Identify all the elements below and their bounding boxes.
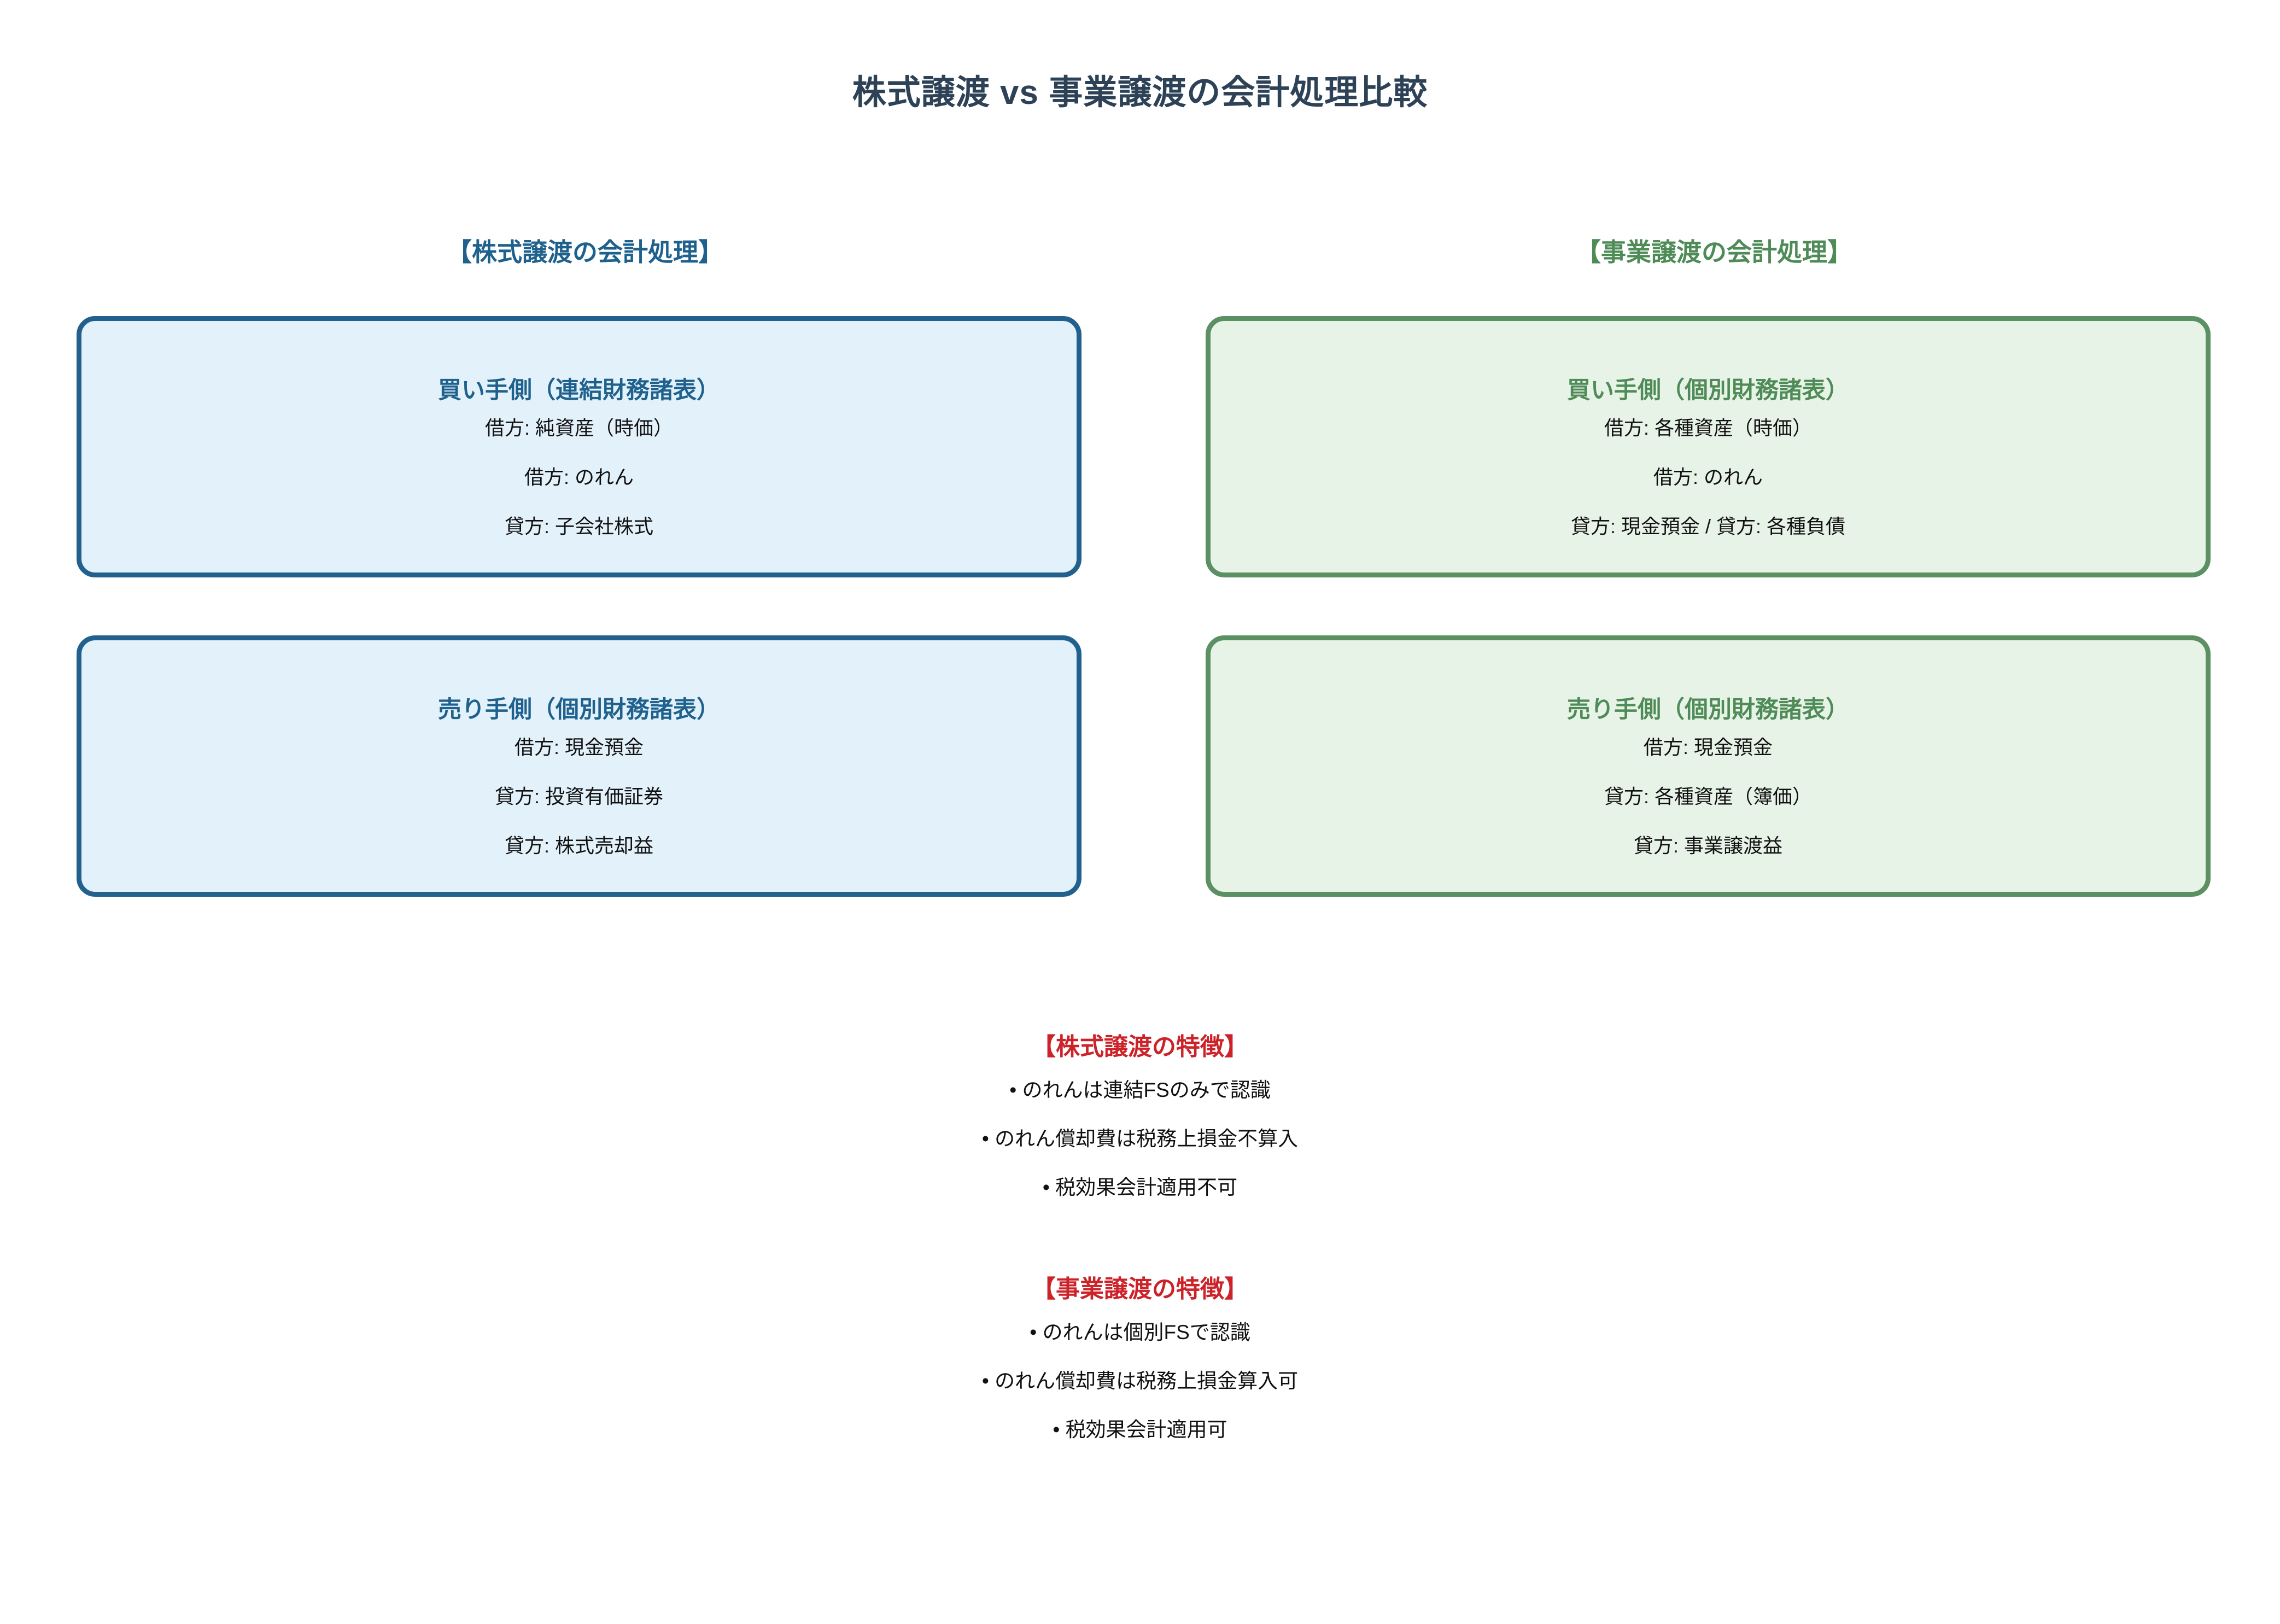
entry-line: 借方: 現金預金 (514, 736, 644, 758)
entry-box-lines: 借方: 各種資産（時価） 借方: のれん 貸方: 現金預金 / 貸方: 各種負債 (1571, 418, 1845, 536)
feature-header: 【株式譲渡の特徴】 (1032, 1033, 1248, 1060)
feature-item: • 税効果会計適用可 (1053, 1418, 1227, 1441)
entry-box-title: 売り手側（個別財務諸表） (438, 697, 720, 723)
entry-box-lines: 借方: 現金預金 貸方: 各種資産（簿価） 貸方: 事業譲渡益 (1604, 738, 1812, 856)
feature-block-share-transfer: 【株式譲渡の特徴】 • のれんは連結FSのみで認識 • のれん償却費は税務上損金… (0, 1033, 2280, 1198)
feature-item: • のれん償却費は税務上損金不算入 (981, 1128, 1299, 1150)
entry-box-business-seller: 売り手側（個別財務諸表） 借方: 現金預金 貸方: 各種資産（簿価） 貸方: 事… (1206, 635, 2211, 897)
entry-box-lines: 借方: 純資産（時価） 借方: のれん 貸方: 子会社株式 (485, 418, 673, 536)
entry-line: 借方: 純資産（時価） (484, 417, 673, 439)
entry-box-business-buyer: 買い手側（個別財務諸表） 借方: 各種資産（時価） 借方: のれん 貸方: 現金… (1206, 316, 2211, 577)
entry-box-title: 買い手側（連結財務諸表） (438, 377, 720, 404)
entry-line: 貸方: 各種資産（簿価） (1604, 785, 1812, 808)
feature-item: • のれん償却費は税務上損金算入可 (981, 1370, 1299, 1392)
entry-box-title: 買い手側（個別財務諸表） (1567, 377, 1849, 404)
entry-box-share-buyer: 買い手側（連結財務諸表） 借方: 純資産（時価） 借方: のれん 貸方: 子会社… (77, 316, 1081, 577)
entry-line: 借方: 各種資産（時価） (1604, 417, 1812, 439)
entry-line: 貸方: 現金預金 / 貸方: 各種負債 (1570, 515, 1845, 538)
entry-box-share-seller: 売り手側（個別財務諸表） 借方: 現金預金 貸方: 投資有価証券 貸方: 株式売… (77, 635, 1081, 897)
entry-line: 借方: のれん (524, 466, 634, 488)
feature-item-list: • のれんは個別FSで認識 • のれん償却費は税務上損金算入可 • 税効果会計適… (0, 1322, 2280, 1440)
entry-box-title: 売り手側（個別財務諸表） (1567, 697, 1849, 723)
feature-item: • のれんは個別FSで認識 (1030, 1321, 1250, 1343)
feature-header: 【事業譲渡の特徴】 (1032, 1276, 1248, 1302)
feature-item: • 税効果会計適用不可 (1042, 1176, 1238, 1199)
column-header-share-transfer: 【株式譲渡の会計処理】 (447, 238, 723, 266)
entry-box-lines: 借方: 現金預金 貸方: 投資有価証券 貸方: 株式売却益 (495, 738, 663, 856)
page-title: 株式譲渡 vs 事業譲渡の会計処理比較 (852, 74, 1428, 112)
feature-item: • のれんは連結FSのみで認識 (1009, 1079, 1271, 1101)
entry-line: 貸方: 事業譲渡益 (1633, 834, 1782, 857)
entry-line: 借方: 現金預金 (1643, 736, 1773, 758)
entry-line: 借方: のれん (1653, 466, 1763, 488)
feature-block-business-transfer: 【事業譲渡の特徴】 • のれんは個別FSで認識 • のれん償却費は税務上損金算入… (0, 1277, 2280, 1440)
entry-line: 貸方: 子会社株式 (504, 515, 653, 538)
entry-line: 貸方: 株式売却益 (504, 834, 653, 857)
column-header-business-transfer: 【事業譲渡の会計処理】 (1576, 238, 1852, 266)
entry-line: 貸方: 投資有価証券 (494, 785, 663, 808)
feature-item-list: • のれんは連結FSのみで認識 • のれん償却費は税務上損金不算入 • 税効果会… (0, 1080, 2280, 1197)
